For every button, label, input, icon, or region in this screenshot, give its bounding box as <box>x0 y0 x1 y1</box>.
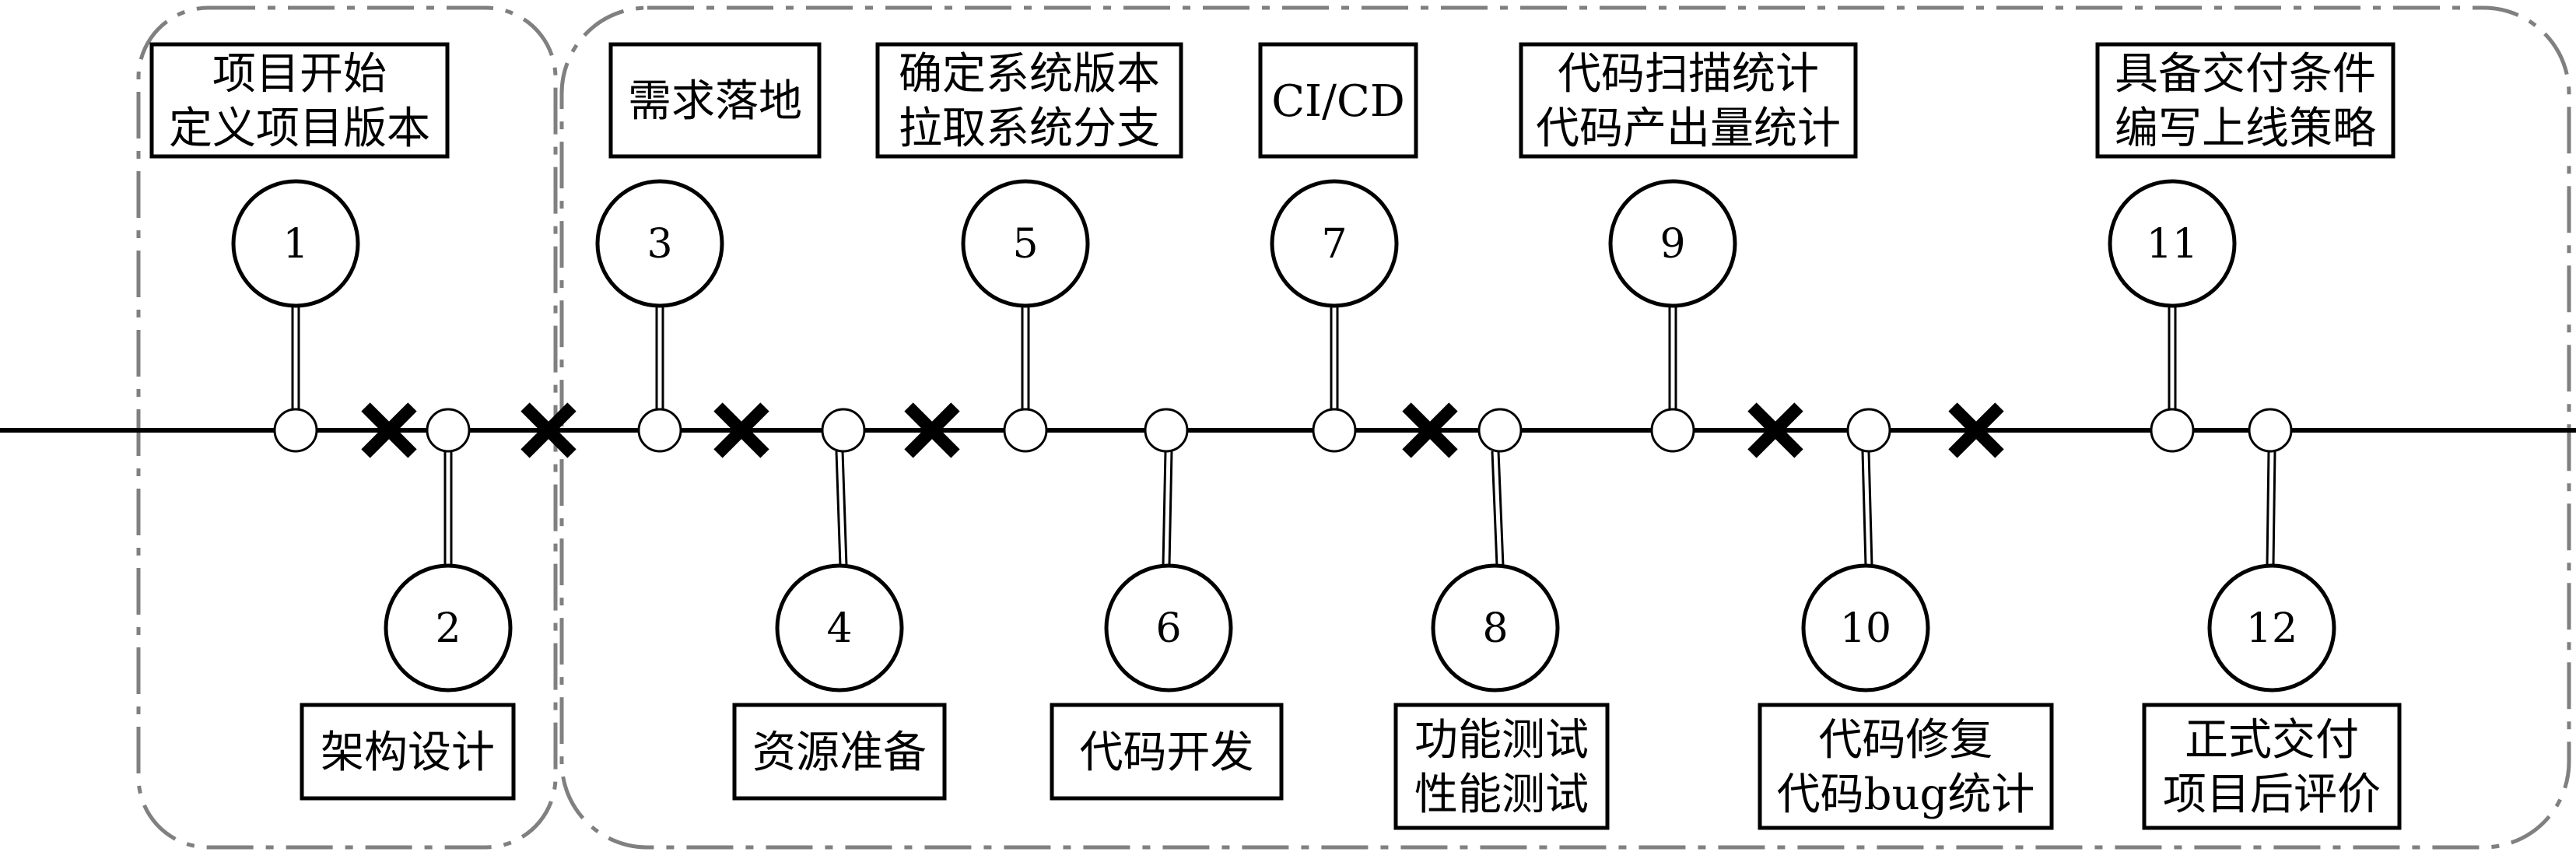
milestone-number: 11 <box>2147 221 2198 268</box>
milestone-circle <box>2207 563 2336 692</box>
milestone-label-line: 功能测试 <box>1414 715 1589 766</box>
milestone-number: 4 <box>826 605 852 652</box>
connector-line <box>1497 451 1505 566</box>
milestone-label-line: CI/CD <box>1271 76 1405 127</box>
axis-dot <box>273 408 318 453</box>
axis-dot <box>1846 408 1891 453</box>
cross-marker-stroke <box>1747 402 1803 458</box>
milestone-label-line: 代码扫描统计 <box>1558 49 1819 100</box>
connector-line <box>1867 451 1873 566</box>
cross-marker-stroke <box>713 402 769 458</box>
milestone-label-line: 项目开始 <box>212 49 387 100</box>
milestone-label-line: 编写上线策略 <box>2115 103 2376 154</box>
milestone-label-box <box>732 703 947 801</box>
connector-line <box>1168 451 1173 566</box>
axis-dot <box>2150 408 2195 453</box>
milestone-circle <box>1608 179 1737 308</box>
milestone-label-line: 代码开发 <box>1080 728 1254 778</box>
milestone-label-box <box>1393 703 1610 830</box>
milestone-label-line: 确定系统版本 <box>899 49 1160 100</box>
axis-dot <box>1312 408 1357 453</box>
milestone-circle <box>1431 563 1560 692</box>
milestone-label-line: 定义项目版本 <box>169 103 430 154</box>
milestone-circle <box>1801 563 1930 692</box>
milestone-label-line: 代码bug统计 <box>1777 770 2035 820</box>
milestone-circle <box>961 179 1090 308</box>
axis-dot <box>1650 408 1695 453</box>
connector-line <box>1861 451 1867 566</box>
milestone-number: 12 <box>2246 605 2297 652</box>
milestone-number: 8 <box>1482 605 1508 652</box>
milestone-label-line: 具备交付条件 <box>2115 49 2376 100</box>
cross-marker-stroke <box>1402 402 1458 458</box>
milestone-label-line: 架构设计 <box>321 728 495 778</box>
milestone-label-line: 正式交付 <box>2185 715 2359 766</box>
milestone-label-box <box>1050 703 1284 801</box>
milestone-circle <box>775 563 904 692</box>
cross-marker-stroke <box>904 402 960 458</box>
milestone-label-line: 代码产出量统计 <box>1536 103 1841 154</box>
milestone-number: 7 <box>1321 221 1347 268</box>
milestone-circle <box>2108 179 2237 308</box>
milestone-number: 1 <box>282 221 308 268</box>
milestone-circle <box>384 563 513 692</box>
milestone-circle <box>595 179 724 308</box>
connector-line <box>2272 451 2276 566</box>
milestone-label-line: 资源准备 <box>752 728 927 778</box>
milestone-circle <box>231 179 360 308</box>
axis-dot <box>821 408 866 453</box>
milestone-label-box <box>1258 42 1418 159</box>
cross-marker-stroke <box>361 402 417 458</box>
milestone-number: 2 <box>435 605 461 652</box>
connector-line <box>1491 451 1498 566</box>
milestone-label-line: 项目后评价 <box>2163 770 2381 820</box>
cross-marker-stroke <box>520 402 577 458</box>
axis-dot <box>426 408 471 453</box>
connector-line <box>835 451 842 566</box>
milestone-label-box <box>1758 703 2054 830</box>
cross-marker-stroke <box>1948 402 2004 458</box>
milestone-number: 5 <box>1012 221 1038 268</box>
connector-line <box>2266 451 2270 566</box>
milestone-label-box <box>149 42 450 159</box>
milestone-label-box <box>2142 703 2402 830</box>
milestone-number: 10 <box>1840 605 1891 652</box>
milestone-label-line: 拉取系统分支 <box>899 103 1160 154</box>
axis-dot <box>637 408 682 453</box>
milestone-label-box <box>300 703 516 801</box>
axis-dot <box>2248 408 2293 453</box>
milestone-number: 6 <box>1155 605 1181 652</box>
milestone-label-box <box>608 42 822 159</box>
milestone-label-line: 代码修复 <box>1819 715 1993 766</box>
milestone-label-line: 性能测试 <box>1414 770 1589 820</box>
milestone-label-box <box>2095 42 2396 159</box>
milestone-circle <box>1104 563 1233 692</box>
milestone-label-line: 需求落地 <box>628 76 802 127</box>
milestone-circle <box>1270 179 1399 308</box>
axis-dot <box>1477 408 1523 453</box>
milestone-number: 3 <box>647 221 672 268</box>
milestone-number: 9 <box>1660 221 1685 268</box>
axis-dot <box>1144 408 1189 453</box>
milestone-label-box <box>1519 42 1858 159</box>
connector-line <box>841 451 848 566</box>
milestone-label-box <box>875 42 1183 159</box>
axis-dot <box>1003 408 1048 453</box>
connector-line <box>1162 451 1167 566</box>
group-outline-phase-2 <box>559 5 2571 850</box>
